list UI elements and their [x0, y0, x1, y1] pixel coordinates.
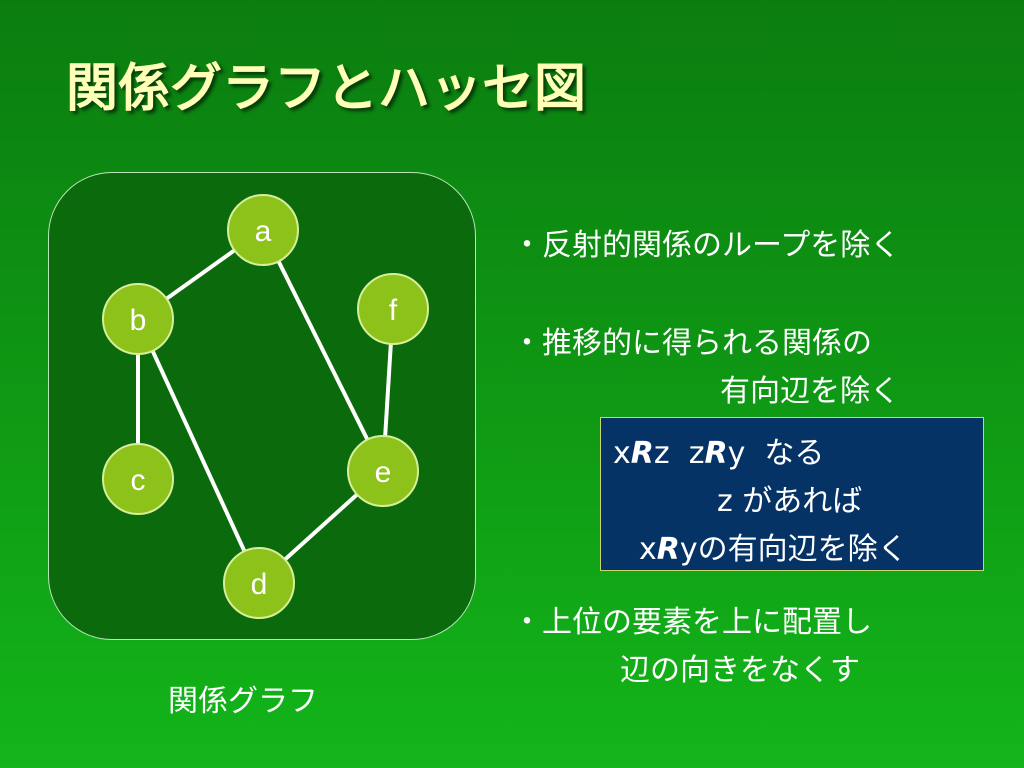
node-layer: a b c d e f [102, 194, 429, 619]
node-e: e [347, 435, 419, 507]
node-label: d [251, 568, 268, 601]
node-b: b [102, 283, 174, 355]
rule-line-1: xRz zRy なる [613, 428, 824, 472]
rule-text: なる [745, 436, 825, 471]
node-circle [223, 547, 295, 619]
relation-graph: a b c d e f [102, 194, 429, 619]
node-label: f [389, 294, 398, 327]
node-f: f [357, 273, 429, 345]
bullet-hasse-cont: 辺の向きをなくす [620, 653, 860, 688]
node-circle [347, 435, 419, 507]
relation-graph-panel: a b c d e f [48, 172, 476, 640]
bullet-transitive-cont: 有向辺を除く [720, 374, 900, 409]
node-circle [357, 273, 429, 345]
node-circle [227, 194, 299, 266]
rule-var: z [688, 436, 705, 471]
node-a: a [227, 194, 299, 266]
node-label: c [131, 464, 146, 497]
rule-relation-symbol: R [630, 436, 654, 471]
node-label: b [130, 304, 147, 337]
node-c: c [102, 443, 174, 515]
edge-a-e [276, 260, 370, 441]
rule-line-3: xRyの有向辺を除く [639, 524, 908, 568]
bullet-hasse: ・上位の要素を上に配置し [512, 605, 872, 640]
bullet-transitive: ・推移的に得られる関係の [512, 326, 872, 361]
node-circle [102, 283, 174, 355]
edge-layer [136, 248, 393, 562]
edge-d-e [283, 492, 359, 562]
edge-a-b [165, 248, 236, 301]
slide-title: 関係グラフとハッセ図 [66, 59, 587, 119]
node-label: a [255, 215, 272, 248]
edge-e-f [383, 343, 393, 437]
rule-relation-symbol: R [704, 436, 728, 471]
transitive-rule-box: xRz zRy なる z があれば xRyの有向辺を除く [600, 417, 984, 571]
rule-text: yの有向辺を除く [679, 532, 908, 567]
rule-var: y [727, 436, 746, 471]
node-label: e [375, 456, 392, 489]
rule-relation-symbol: R [656, 532, 680, 567]
rule-var: z [653, 436, 670, 471]
edge-b-d [150, 349, 247, 553]
node-circle [102, 443, 174, 515]
graph-caption: 関係グラフ [168, 684, 318, 719]
rule-spacer [670, 436, 689, 471]
bullet-reflexive: ・反射的関係のループを除く [512, 228, 901, 263]
rule-var: x [613, 436, 631, 471]
rule-var: x [639, 532, 657, 567]
node-d: d [223, 547, 295, 619]
rule-line-2: z があれば [717, 484, 863, 519]
